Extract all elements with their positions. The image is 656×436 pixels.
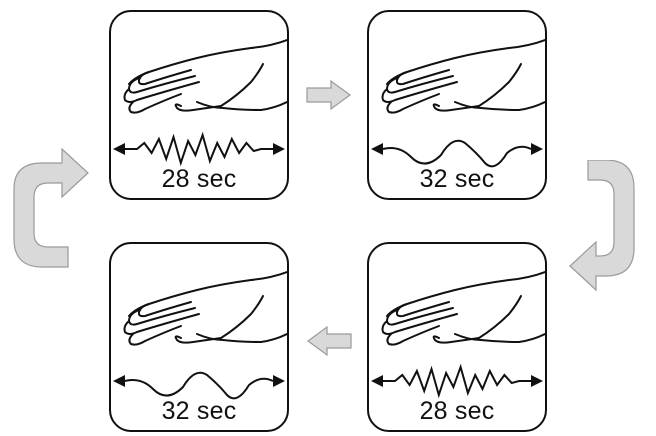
flow-arrow-up-right-icon [13,147,89,268]
hand-icon [381,271,545,346]
hand-icon [381,39,545,114]
double-headed-arrow-icon [113,143,285,155]
duration-label: 32 sec [161,397,237,425]
panel-top-left: 28 sec [109,10,289,200]
slow-wave-signal [124,371,274,400]
panel-top-right: 32 sec [367,10,547,200]
double-headed-arrow-icon [113,375,285,387]
slow-wave-signal [382,139,532,168]
hand-icon [123,271,287,346]
double-headed-arrow-icon [371,143,543,155]
panel-bottom-left: 32 sec [109,242,289,432]
flow-arrow-right-icon [306,79,352,111]
flow-arrow-down-left-icon [569,160,635,292]
flow-arrow-left-icon [306,325,352,357]
panel-illustration [371,271,545,399]
panel-illustration [113,39,287,167]
duration-label: 32 sec [419,165,495,193]
duration-label: 28 sec [161,165,237,193]
double-headed-arrow-icon [371,375,543,387]
hand-icon [123,39,287,114]
panel-illustration [371,39,545,168]
panel-bottom-right: 28 sec [367,242,547,432]
duration-label: 28 sec [419,397,495,425]
fast-wave-signal [383,363,531,399]
panel-illustration [113,271,287,400]
fast-wave-signal [125,131,273,167]
